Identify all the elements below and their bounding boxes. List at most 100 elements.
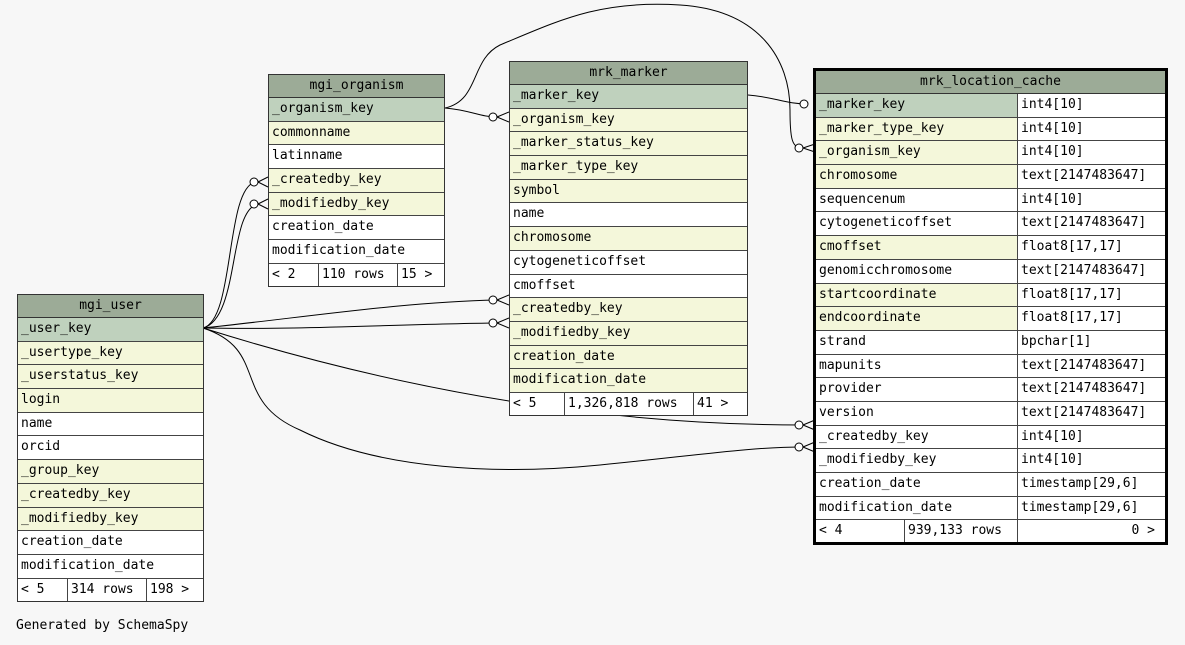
column-type: int4[10] [1017, 117, 1165, 141]
column-row[interactable]: creation_date [510, 345, 747, 370]
parents-count[interactable]: < 4 [819, 523, 843, 539]
column-name: latinname [272, 148, 343, 164]
table-mrk-marker[interactable]: mrk_marker _marker_key_organism_key_mark… [509, 61, 748, 416]
column-row[interactable]: _createdby_key [269, 169, 444, 193]
column-row[interactable]: name [510, 203, 747, 228]
children-count[interactable]: 0 > [1017, 520, 1165, 543]
parents-count[interactable]: < 2 [272, 266, 296, 282]
edge-user-to-organism-modifiedby [202, 203, 259, 329]
edge-user-to-location-cache-createdby [202, 327, 804, 426]
column-name: version [819, 404, 874, 420]
column-type: text[2147483647] [1017, 401, 1165, 425]
column-row[interactable]: _createdby_key [510, 298, 747, 322]
column-row[interactable]: chromosome text[2147483647] [816, 165, 1165, 189]
parents-count[interactable]: < 5 [513, 395, 537, 411]
column-row[interactable]: _modifiedby_key [18, 507, 203, 532]
column-name: _marker_key [513, 88, 600, 103]
column-name: _user_key [21, 321, 92, 336]
column-name: name [21, 415, 53, 431]
column-name: _marker_key [819, 97, 906, 112]
column-row[interactable]: modification_date [510, 369, 747, 393]
children-count[interactable]: 15 > [397, 263, 444, 286]
column-row[interactable]: _modifiedby_key [269, 192, 444, 217]
column-name: startcoordinate [819, 286, 937, 302]
column-row[interactable]: creation_date [269, 216, 444, 241]
column-row[interactable]: commonname [269, 121, 444, 146]
column-type: float8[17,17] [1017, 307, 1165, 330]
column-name: _createdby_key [513, 301, 623, 317]
column-row[interactable]: _group_key [18, 460, 203, 484]
column-row[interactable]: _organism_key [269, 98, 444, 122]
column-row[interactable]: version text[2147483647] [816, 401, 1165, 426]
table-title: mgi_user [18, 295, 203, 318]
column-row[interactable]: cmoffset [510, 274, 747, 299]
column-name: _organism_key [272, 101, 374, 116]
column-row[interactable]: symbol [510, 179, 747, 204]
column-type: float8[17,17] [1017, 283, 1165, 307]
column-row[interactable]: login [18, 389, 203, 413]
column-row[interactable]: creation_date [18, 531, 203, 555]
column-row[interactable]: _organism_key [510, 108, 747, 133]
column-name: _usertype_key [21, 344, 123, 360]
column-row[interactable]: _modifiedby_key [510, 321, 747, 346]
children-count[interactable]: 198 > [146, 578, 203, 601]
column-row[interactable]: modification_date [18, 554, 203, 579]
column-row[interactable]: startcoordinate float8[17,17] [816, 283, 1165, 308]
column-name: _modifiedby_key [819, 452, 937, 468]
column-name: _createdby_key [21, 486, 131, 502]
column-row[interactable]: _userstatus_key [18, 365, 203, 390]
column-type: int4[10] [1017, 141, 1165, 165]
column-row[interactable]: _usertype_key [18, 341, 203, 366]
column-row[interactable]: latinname [269, 145, 444, 170]
column-row[interactable]: _marker_type_key int4[10] [816, 117, 1165, 142]
column-name: _organism_key [513, 111, 615, 127]
parents-count[interactable]: < 5 [21, 581, 45, 597]
table-mgi-user[interactable]: mgi_user _user_key _usertype_key _userstat… [17, 294, 204, 602]
column-row[interactable]: _marker_status_key [510, 132, 747, 157]
column-type: text[2147483647] [1017, 165, 1165, 188]
column-row[interactable]: _marker_key [510, 85, 747, 109]
row-count: 110 rows [318, 263, 398, 286]
column-name: _marker_type_key [819, 120, 945, 136]
column-name: chromosome [819, 168, 898, 184]
column-row[interactable]: name [18, 412, 203, 437]
column-name: modification_date [513, 372, 647, 388]
column-row[interactable]: _createdby_key [18, 483, 203, 508]
table-title: mgi_organism [269, 75, 444, 98]
column-row[interactable]: orcid [18, 436, 203, 461]
column-name: _createdby_key [819, 428, 929, 444]
column-row[interactable]: chromosome [510, 227, 747, 251]
table-footer: < 5 1,326,818 rows 41 > [510, 392, 747, 415]
column-name: login [21, 392, 61, 408]
column-name: commonname [272, 124, 351, 140]
column-name: creation_date [513, 348, 615, 364]
column-name: provider [819, 381, 882, 397]
column-row[interactable]: modification_date [269, 240, 444, 264]
column-row[interactable]: _marker_type_key [510, 156, 747, 180]
column-row[interactable]: endcoordinate float8[17,17] [816, 307, 1165, 331]
edge-user-to-organism-createdby [202, 181, 256, 329]
column-type: text[2147483647] [1017, 259, 1165, 283]
column-type: int4[10] [1017, 188, 1165, 212]
column-type: float8[17,17] [1017, 236, 1165, 259]
column-name: endcoordinate [819, 310, 921, 326]
column-row[interactable]: _user_key [18, 318, 203, 342]
children-count[interactable]: 41 > [693, 392, 747, 415]
column-name: orcid [21, 439, 61, 455]
column-row[interactable]: cytogeneticoffset [510, 250, 747, 275]
table-mgi-organism[interactable]: mgi_organism _organism_key commonname lati… [268, 74, 445, 287]
